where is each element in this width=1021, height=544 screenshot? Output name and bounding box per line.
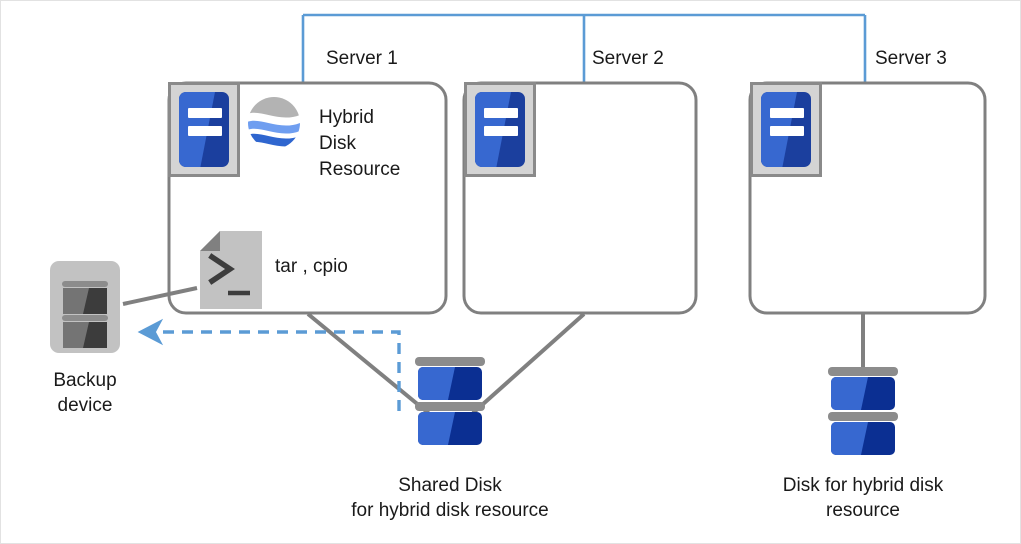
backup-device-connector (122, 286, 198, 306)
server-unit-body (475, 92, 525, 167)
server-unit-bay-1 (770, 108, 804, 118)
hybrid-disk-platter-1 (831, 377, 895, 410)
shared-disk-cap-2 (415, 402, 485, 411)
backup-device-label-line-1: Backup (53, 370, 117, 391)
server-unit-body (179, 92, 229, 167)
hybrid-disk-resource-label-line-2: Disk (319, 133, 356, 154)
script-file-icon (200, 231, 262, 309)
server-2-label: Server 2 (592, 48, 664, 69)
server-unit-bay-2 (484, 126, 518, 136)
backup-device-label-line-2: device (57, 395, 113, 416)
server-3-label: Server 3 (875, 48, 947, 69)
shared-disk-platter-2 (418, 412, 482, 445)
script-label: tar , cpio (275, 256, 348, 277)
hybrid-disk-resource-label-line-1: Hybrid (319, 107, 374, 128)
server-unit-bay-2 (770, 126, 804, 136)
hybrid-disk-resource-label-line-3: Resource (319, 159, 401, 180)
backup-device-cap-2 (62, 315, 108, 321)
server-unit-bay-2 (188, 126, 222, 136)
hybrid-disk-cap-1 (828, 367, 898, 376)
hybrid-disk-label-line-2: resource (826, 500, 900, 521)
backup-device-cap-1 (62, 281, 108, 287)
server-unit-bay-1 (484, 108, 518, 118)
interconnect-bracket (301, 13, 867, 82)
server-1-unit-icon (168, 82, 240, 177)
server-1-label: Server 1 (326, 48, 398, 69)
server-2-unit-icon (464, 82, 536, 177)
hybrid-disk-icon (828, 367, 898, 463)
hybrid-disk-cap-2 (828, 412, 898, 421)
backup-flow-arrow (137, 318, 401, 411)
hybrid-disk-label-line-1: Disk for hybrid disk (782, 475, 944, 496)
shared-disk-icon (415, 357, 485, 453)
hybrid-disk-platter-2 (831, 422, 895, 455)
server-unit-bay-1 (188, 108, 222, 118)
shared-disk-platter-1 (418, 367, 482, 400)
server-3-unit-icon (750, 82, 822, 177)
shared-disk-label-line-2: for hybrid disk resource (351, 500, 549, 521)
backup-device-platter-2 (63, 322, 107, 348)
shared-disk-cap-1 (415, 357, 485, 366)
backup-device-icon (50, 261, 120, 353)
backup-device-platter-1 (63, 288, 107, 314)
shared-disk-label-line-1: Shared Disk (398, 475, 502, 496)
server-unit-body (761, 92, 811, 167)
